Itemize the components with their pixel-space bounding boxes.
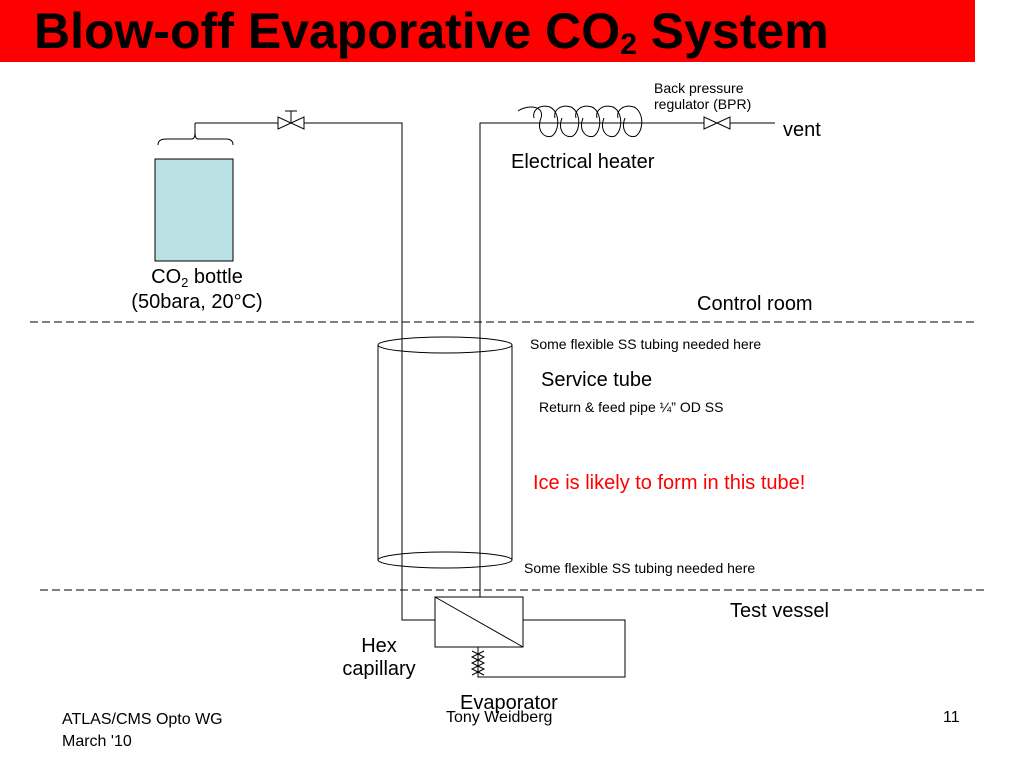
service-tube <box>377 336 513 569</box>
bpr-valve-icon <box>703 116 731 130</box>
footer-author: Tony Weidberg <box>446 709 553 726</box>
return-feed-label: Return & feed pipe ¼” OD SS <box>539 399 724 415</box>
page-number: 11 <box>943 709 960 726</box>
bottle-cap-bracket <box>157 131 234 146</box>
control-room-label: Control room <box>697 293 813 315</box>
test-vessel-label: Test vessel <box>730 600 829 622</box>
evaporator-loop <box>477 619 626 678</box>
service-tube-label: Service tube <box>541 369 653 391</box>
electrical-heater-coil-icon <box>517 105 643 138</box>
ice-warning-label: Ice is likely to form in this tube! <box>533 472 806 494</box>
slide-title: Blow-off Evaporative CO2 System <box>34 3 829 61</box>
hex-capillary-icon <box>470 650 486 676</box>
co2-bottle <box>154 158 234 262</box>
electrical-heater-label: Electrical heater <box>511 151 655 173</box>
flex-tubing-top-label: Some flexible SS tubing needed here <box>530 336 762 352</box>
return-pipe <box>479 122 775 597</box>
bottle-valve-icon <box>277 110 305 130</box>
title-bar <box>0 0 975 62</box>
vent-label: vent <box>783 119 821 141</box>
evaporator-label: Evaporator <box>460 692 558 714</box>
flex-tubing-bottom-label: Some flexible SS tubing needed here <box>524 560 756 576</box>
co2-bottle-label: CO2 bottle(50bara, 20°C) <box>131 266 263 313</box>
